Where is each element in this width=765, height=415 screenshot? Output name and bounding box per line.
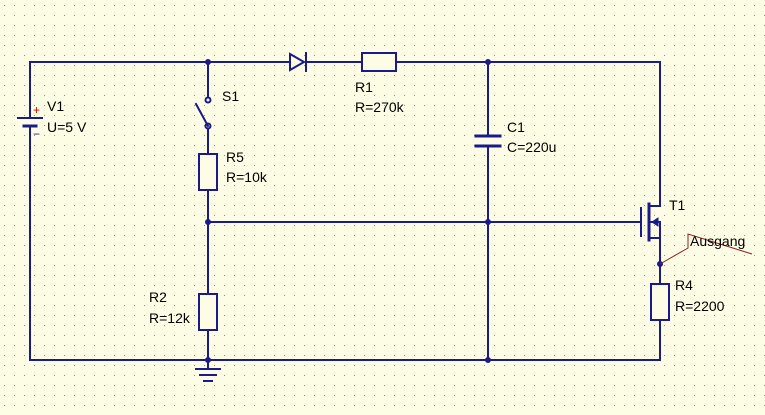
component-r2[interactable]: R2 R=12k (149, 289, 218, 331)
wire-bottom (29, 319, 661, 361)
wire-label-output-text: Ausgang (690, 233, 745, 249)
junction-dot (485, 59, 491, 65)
r4-value-label: R=2200 (675, 298, 725, 314)
component-r5[interactable]: R5 R=10k (198, 149, 268, 191)
junction-dot (485, 219, 491, 225)
switch-lever (194, 102, 210, 128)
component-s1[interactable]: S1 (194, 88, 239, 130)
junction-dot (205, 357, 211, 363)
r1-name-label: R1 (355, 79, 373, 95)
wire-top-left (29, 61, 291, 119)
r4-name-label: R4 (675, 277, 693, 293)
component-c1[interactable]: C1 C=220u (474, 119, 556, 155)
battery-plus-sign: + (33, 103, 40, 117)
wires (29, 61, 661, 369)
r1-value-label: R=270k (355, 99, 405, 115)
diode-triangle (289, 52, 307, 72)
r4-body (650, 283, 670, 321)
r1-body (361, 52, 397, 72)
t1-name-label: T1 (669, 197, 686, 213)
ground-symbol (195, 368, 221, 382)
r2-name-label: R2 (149, 289, 167, 305)
junctions (205, 59, 663, 363)
c1-name-label: C1 (507, 119, 525, 135)
wire-label-leader (659, 233, 753, 265)
component-r4[interactable]: R4 R=2200 (650, 277, 725, 321)
wire-top-right (395, 61, 661, 191)
r5-body (198, 153, 218, 191)
v1-name-label: V1 (47, 98, 64, 114)
s1-name-label: S1 (222, 88, 239, 104)
component-v1[interactable]: + − V1 U=5 V (17, 98, 87, 141)
r2-value-label: R=12k (149, 310, 191, 326)
battery-minus-sign: − (33, 127, 40, 141)
v1-value-label: U=5 V (47, 119, 87, 135)
switch-contact-top (204, 96, 212, 104)
r5-name-label: R5 (226, 149, 244, 165)
component-t1[interactable]: T1 (640, 189, 686, 242)
r2-body (198, 293, 218, 331)
wire-label-output[interactable]: Ausgang (659, 233, 753, 265)
junction-dot (485, 357, 491, 363)
component-r1[interactable]: R1 R=270k (355, 52, 405, 115)
component-diode[interactable] (269, 52, 327, 72)
junction-dot (205, 219, 211, 225)
t1-arrow (651, 217, 659, 227)
r5-value-label: R=10k (226, 169, 268, 185)
c1-value-label: C=220u (507, 139, 556, 155)
junction-dot (205, 59, 211, 65)
t1-drain-lead (649, 189, 661, 207)
